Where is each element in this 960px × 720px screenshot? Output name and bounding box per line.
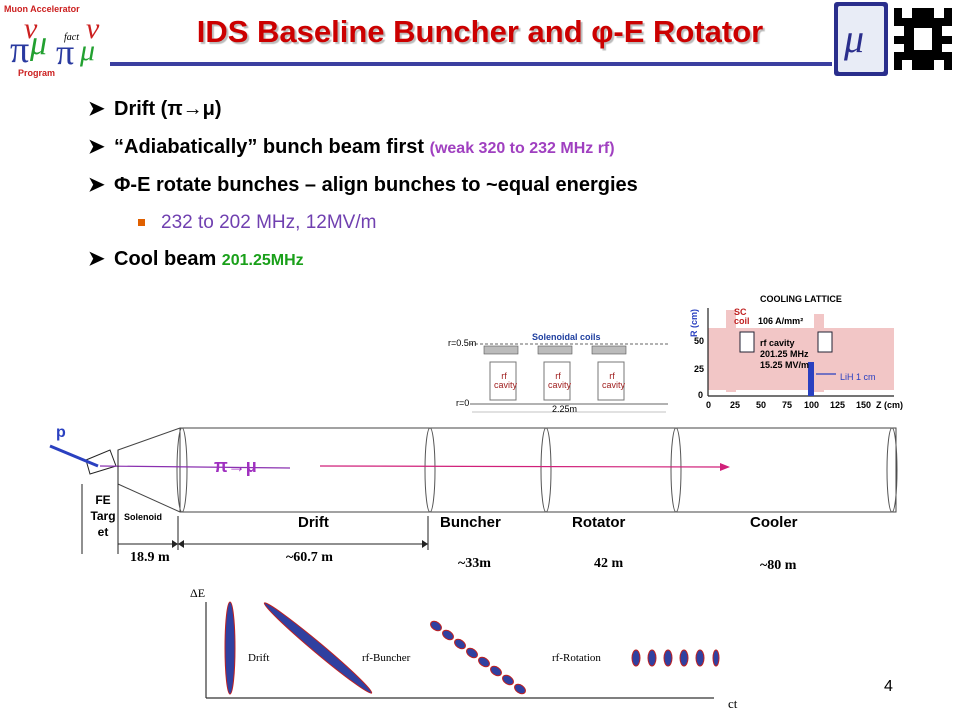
lattice-title: COOLING LATTICE [760,294,842,304]
cooling-lattice-inset: COOLING LATTICE R (cm) 50 25 0 0 25 50 7… [678,288,914,414]
cavity-line-2: cavity [548,380,572,390]
page-number: 4 [884,678,893,695]
svg-text:π: π [10,29,29,71]
bullet-rotate: ➤ Φ-E rotate bunches – align bunches to ~… [88,172,638,197]
arrow-bullet-icon: ➤ [88,136,105,158]
fe-target-line-2: Targ [90,509,116,523]
sc-line-1: SC [734,307,747,317]
bullet-note: 201.25MHz [221,252,304,269]
muon-program-logo: π μ π μ ν ν Muon Accelerator fact Progra… [4,4,124,80]
arrow-bullet-icon: ➤ [88,98,105,120]
mu-logo: μ [834,2,888,76]
lattice-z-tick: 0 [706,400,712,410]
svg-text:μ: μ [843,16,864,61]
phase-y-axis: ΔE [190,586,206,600]
logo-graphic: π μ π μ ν ν [10,12,100,72]
sc-line-2: coil [734,316,750,326]
lattice-r-tick: 50 [694,336,705,346]
solenoid-r-bottom: r=0 [456,398,470,408]
bullet-text: Cool beam [114,248,222,270]
arrow-bullet-icon: ➤ [88,248,105,270]
svg-text:ν: ν [86,12,100,45]
lattice-current: 106 A/mm² [758,316,804,326]
fe-target-line-1: FE [95,493,111,507]
fe-target-label: FE Targ et [86,492,120,540]
proton-label: p [56,424,66,441]
fe-target-line-3: et [97,525,109,539]
lattice-z-axis: Z (cm) [876,400,903,410]
length-target-solenoid: 18.9 m [130,550,170,565]
cavity-line-1: rf [609,371,615,381]
lattice-lih: LiH 1 cm [840,372,876,382]
solenoid-length: 2.25m [552,404,578,414]
phase-x-axis: ct [728,696,738,711]
length-buncher: ~33m [458,556,491,571]
lattice-z-tick: 50 [756,400,767,410]
bullet-text: “Adiabatically” bunch beam first [114,136,430,158]
svg-text:ν: ν [24,12,38,45]
lattice-z-tick: 150 [856,400,872,410]
bullet-text: Drift (π→μ) [114,98,222,120]
lattice-z-tick: 25 [730,400,741,410]
mu-symbol-icon: μ [843,16,864,61]
sub-bullet-frequency: 232 to 202 MHz, 12MV/m [138,212,376,234]
mu-logo-inner: μ [838,6,884,72]
fermilab-logo-icon [890,2,956,76]
lattice-r-tick: 25 [694,364,705,374]
beamline-diagram [49,427,898,554]
cavity-line-1: rf [555,371,561,381]
arrow-bullet-icon: ➤ [88,174,105,196]
svg-text:μ: μ [79,34,95,67]
section-cooler: Cooler [750,514,798,531]
rf-line-3: 15.25 MV/m [760,360,810,370]
cooling-lattice-graphic [707,308,894,397]
logo-fact: fact [64,32,79,43]
section-rotator: Rotator [572,514,626,531]
pion-muon-label: π→μ [214,456,257,476]
rf-line-2: 201.25 MHz [760,349,809,359]
solenoid-inset-graphic [470,343,668,413]
length-cooler: ~80 m [760,558,797,573]
phase-label-rotation: rf-Rotation [552,652,601,664]
bullet-adiabatic: ➤ “Adiabatically” bunch beam first (weak … [88,134,615,159]
phase-space-plot [205,601,720,699]
section-buncher: Buncher [440,514,501,531]
lattice-r-tick: 0 [698,390,704,400]
logo-line-2: Program [18,68,56,78]
bullet-cool: ➤ Cool beam 201.25MHz [88,246,304,271]
solenoid-label: Solenoid [124,512,162,522]
length-drift: ~60.7 m [286,550,333,565]
rf-line-1: rf cavity [760,338,795,348]
title-underline [110,62,832,66]
svg-text:μ: μ [29,25,47,62]
section-drift: Drift [298,514,329,531]
cavity-line-2: cavity [494,380,518,390]
solenoid-inset-title: Solenoidal coils [532,332,601,342]
lattice-z-tick: 100 [804,400,820,410]
bullet-drift: ➤ Drift (π→μ) [88,96,222,121]
phase-label-drift: Drift [248,652,270,664]
square-bullet-icon [138,219,145,227]
page-title: IDS Baseline Buncher and φ-E Rotator [196,14,764,49]
sub-bullet-text: 232 to 202 MHz, 12MV/m [161,212,377,233]
lattice-r-axis: R (cm) [689,308,700,338]
bullet-note: (weak 320 to 232 MHz rf) [429,140,615,157]
lattice-z-tick: 75 [782,400,793,410]
svg-text:π: π [56,32,74,72]
cavity-line-2: cavity [602,380,626,390]
cavity-line-1: rf [501,371,507,381]
bullet-text: Φ-E rotate bunches – align bunches to ~e… [114,174,638,196]
phase-label-buncher: rf-Buncher [362,652,411,664]
lattice-z-tick: 125 [830,400,846,410]
length-rotator: 42 m [594,556,624,571]
solenoid-r-top: r=0.5m [448,338,477,348]
logo-line-1: Muon Accelerator [4,4,80,14]
